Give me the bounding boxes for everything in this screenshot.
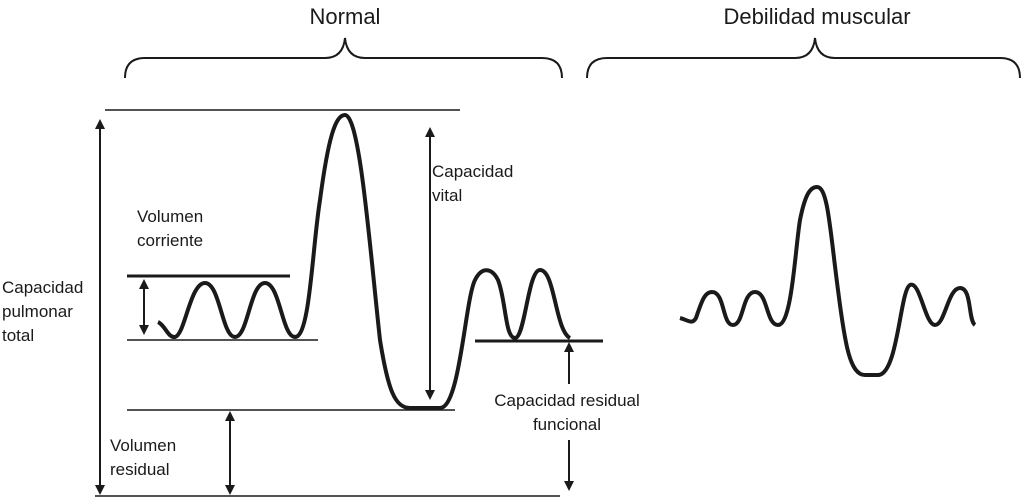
- normal-brace: [124, 37, 563, 79]
- label-residual-volume: Volumen residual: [110, 434, 176, 482]
- label-line: funcional: [532, 415, 602, 434]
- label-line: Volumen: [110, 436, 177, 455]
- label-line: residual: [110, 460, 170, 479]
- label-line: corriente: [137, 231, 204, 250]
- header-muscle-weakness: Debilidad muscular: [723, 4, 911, 29]
- label-line: Volumen: [137, 207, 204, 226]
- weakness-waveform: [679, 185, 977, 377]
- header-normal: Normal: [309, 4, 381, 29]
- label-line: Capacidad: [2, 278, 84, 297]
- label-line: pulmonar: [2, 302, 73, 321]
- label-line: vital: [432, 186, 463, 205]
- label-line: Capacidad: [432, 162, 514, 181]
- label-functional-residual-capacity: Capacidad residual funcional: [494, 389, 640, 437]
- normal-waveform: [156, 113, 572, 410]
- label-tidal-volume: Volumen corriente: [137, 205, 203, 253]
- weakness-brace: [586, 37, 1021, 79]
- label-line: Capacidad residual: [494, 391, 640, 410]
- label-line: total: [2, 326, 35, 345]
- label-total-lung-capacity: Capacidad pulmonar total: [2, 276, 83, 348]
- label-vital-capacity: Capacidad vital: [432, 160, 513, 208]
